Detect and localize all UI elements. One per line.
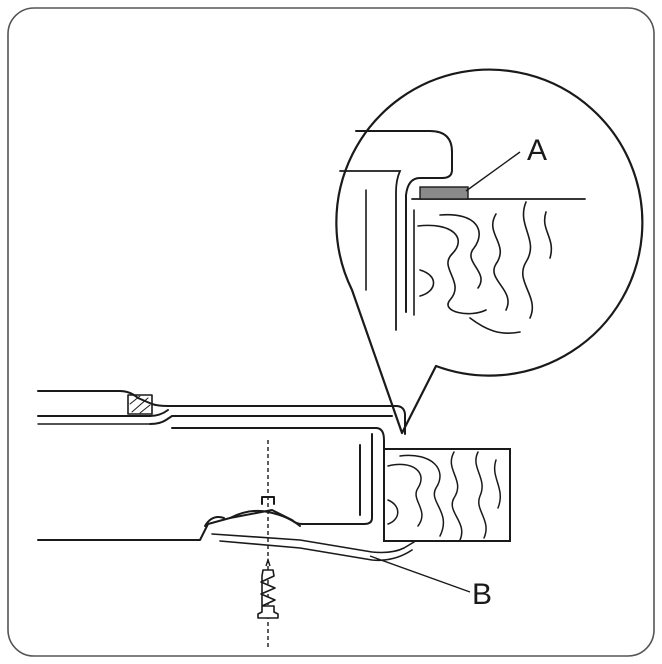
cooktop-section <box>37 390 415 562</box>
callout-label-b: B <box>472 578 492 611</box>
countertop-block <box>383 448 511 542</box>
callout-label-a: A <box>527 134 547 167</box>
magnifier-callout <box>335 68 644 435</box>
screw <box>257 440 279 648</box>
gasket-strip <box>419 186 469 200</box>
leader-line-a <box>465 151 521 192</box>
leader-line-b <box>369 555 471 593</box>
edge-trim <box>127 394 153 415</box>
